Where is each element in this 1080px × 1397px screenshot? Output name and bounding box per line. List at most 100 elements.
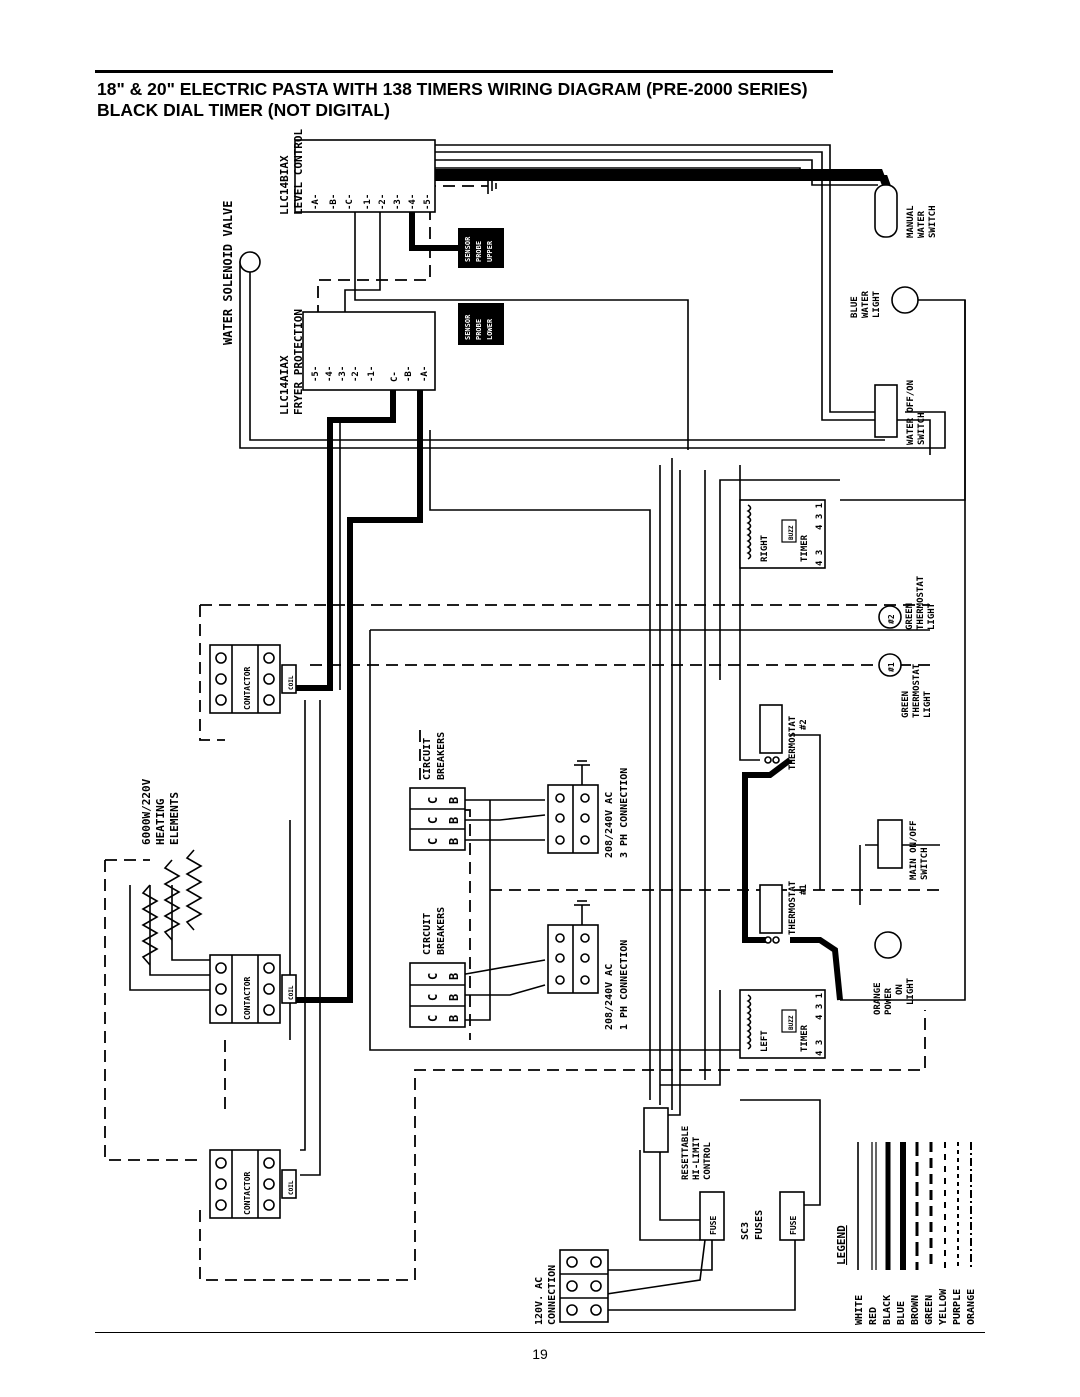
- level-control-model: LLC14BIAX: [278, 155, 291, 215]
- right-timer-pins-bottom: 4 3: [815, 550, 825, 566]
- fryer-terminal-2: -2-: [351, 366, 361, 382]
- heating-line-3: ELEMENTS: [168, 792, 181, 845]
- blue-light-line-1: BLUE: [850, 296, 860, 318]
- breaker-3ph-b1: B: [447, 797, 461, 804]
- heating-line-1: 6000W/220V: [140, 778, 153, 845]
- connection-120v: 120V. AC CONNECTION: [534, 1249, 609, 1325]
- level-terminal-4: -4-: [408, 194, 418, 210]
- light-2-line-1: GREEN: [905, 603, 915, 630]
- hi-limit-line-3: CONTROL: [703, 1141, 713, 1180]
- light-1-line-1: GREEN: [901, 691, 911, 718]
- manual-switch-line-2: WATER: [917, 210, 927, 238]
- page-number: 19: [532, 1346, 548, 1362]
- level-control: LLC14BIAX LEVEL CONTROL -A- -B- -C- -1- …: [278, 129, 436, 215]
- contactor-bottom: CONTACTOR COIL: [209, 1149, 297, 1219]
- legend-item-brown: BROWN: [910, 1295, 921, 1325]
- light-1-line-2: THERMOSTAT: [912, 663, 922, 718]
- right-timer-label: TIMER: [800, 534, 810, 562]
- fuses-line-2: FUSES: [754, 1210, 765, 1240]
- manual-switch-line-1: MANUAL: [906, 205, 916, 238]
- connection-1ph-line-1: 208/240V AC: [604, 964, 615, 1030]
- left-timer-pins-top: 4 3 1: [815, 993, 825, 1020]
- breaker-3ph-c3: C: [426, 838, 440, 845]
- fryer-terminal-3: -3-: [338, 366, 348, 382]
- connection-block-3ph: 208/240V AC 3 PH CONNECTION: [547, 760, 630, 858]
- water-onoff-switch: WATER OFF/ON SWITCH: [874, 380, 927, 445]
- sensor-upper-line-3: UPPER: [486, 240, 494, 262]
- circuit-breakers-3ph: CIRCUIT BREAKERS C C C B B B: [409, 732, 466, 851]
- fryer-protection-model: LLC14AIAX: [278, 355, 291, 415]
- thermostat-2-num: #2: [799, 719, 809, 730]
- fryer-terminal-b: -B-: [404, 366, 414, 382]
- orange-power-light: ORANGE POWER ON LIGHT: [873, 931, 916, 1015]
- thermostat-1: THERMOSTAT #1: [759, 880, 809, 944]
- fuse-right-label: FUSE: [789, 1216, 798, 1235]
- fuse-left-label: FUSE: [709, 1216, 718, 1235]
- left-timer-buzz: BUZZ: [788, 1015, 795, 1030]
- top-rule: [95, 70, 833, 73]
- light-1-line-3: LIGHT: [923, 690, 933, 718]
- legend-title: LEGEND: [835, 1225, 848, 1265]
- title-line-1: 18" & 20" ELECTRIC PASTA WITH 138 TIMERS…: [97, 79, 808, 99]
- water-switch-line-1: WATER OFF/ON: [906, 380, 916, 445]
- contactor-top-coil: COIL: [288, 675, 295, 690]
- legend-item-white: WHITE: [854, 1295, 865, 1325]
- breaker-1ph-c3: C: [426, 1015, 440, 1022]
- bottom-rule: [95, 1332, 985, 1333]
- manual-water-switch: MANUAL WATER SWITCH: [874, 184, 938, 238]
- hi-limit-control: RESETTABLE HI-LIMIT CONTROL: [643, 1107, 713, 1180]
- hi-limit-line-2: HI-LIMIT: [692, 1136, 702, 1180]
- connection-120v-line-2: CONNECTION: [547, 1265, 558, 1325]
- legend-item-red: RED: [868, 1307, 879, 1325]
- blue-light-line-3: LIGHT: [872, 290, 882, 318]
- breaker-3ph-c2: C: [426, 817, 440, 824]
- left-timer-pins-bottom: 4 3: [815, 1040, 825, 1056]
- light-2-tag: #2: [887, 614, 896, 624]
- breakers-3ph-line-2: BREAKERS: [436, 732, 447, 780]
- right-timer-name: RIGHT: [760, 534, 770, 562]
- fryer-terminal-1: -1-: [367, 366, 377, 382]
- fryer-protection: LLC14AIAX FRYER PROTECTION -5- -4- -3- -…: [278, 309, 436, 415]
- connection-3ph-line-1: 208/240V AC: [604, 792, 615, 858]
- breaker-1ph-c2: C: [426, 994, 440, 1001]
- circuit-breakers-1ph: CIRCUIT BREAKERS C C C B B B: [409, 907, 466, 1028]
- fryer-terminal-5: -5-: [311, 366, 321, 382]
- breaker-1ph-c1: C: [426, 973, 440, 980]
- left-timer: LEFT BUZZ TIMER 4 3 1 4 3: [739, 989, 826, 1059]
- orange-light-line-2: POWER: [884, 987, 894, 1015]
- heating-line-2: HEATING: [154, 798, 167, 845]
- level-terminal-5: -5-: [423, 194, 433, 210]
- contactor-bottom-coil: COIL: [288, 1180, 295, 1195]
- water-switch-line-2: SWITCH: [917, 412, 927, 445]
- green-thermostat-light-2: #2 GREEN THERMOSTAT LIGHT: [878, 575, 937, 630]
- sensor-probe-lower: SENSOR PROBE LOWER: [458, 303, 504, 345]
- fuses-line-1: SC3: [740, 1222, 751, 1240]
- green-thermostat-light-1: #1 GREEN THERMOSTAT LIGHT: [878, 653, 933, 718]
- main-onoff-switch: MAIN ON/OFF SWITCH: [877, 819, 930, 880]
- sensor-lower-line-3: LOWER: [486, 318, 494, 340]
- sensor-lower-line-1: SENSOR: [464, 314, 472, 340]
- main-switch-line-1: MAIN ON/OFF: [909, 820, 919, 880]
- contactor-top-label: CONTACTOR: [243, 666, 252, 710]
- connection-3ph-line-2: 3 PH CONNECTION: [619, 768, 630, 858]
- fryer-terminal-4: -4-: [325, 366, 335, 382]
- breakers-1ph-line-1: CIRCUIT: [422, 913, 433, 955]
- legend-item-black: BLACK: [882, 1295, 893, 1325]
- legend-item-green: GREEN: [924, 1295, 935, 1325]
- light-2-line-2: THERMOSTAT: [916, 575, 926, 630]
- thermostat-1-num: #1: [799, 884, 809, 895]
- orange-light-line-1: ORANGE: [873, 982, 883, 1015]
- legend-item-yellow: YELLOW: [938, 1288, 949, 1325]
- main-switch-line-2: SWITCH: [920, 847, 930, 880]
- orange-light-line-3: ON: [895, 984, 905, 995]
- right-timer-pins-top: 4 3 1: [815, 503, 825, 530]
- light-1-tag: #1: [887, 662, 896, 672]
- thermostat-2-label: THERMOSTAT: [788, 715, 798, 770]
- sensor-upper-line-2: PROBE: [475, 241, 483, 262]
- right-timer: RIGHT BUZZ TIMER 4 3 1 4 3: [739, 499, 826, 569]
- fuse-right: FUSE: [779, 1191, 805, 1241]
- breaker-1ph-b3: B: [447, 1015, 461, 1022]
- sensor-lower-line-2: PROBE: [475, 319, 483, 340]
- fuse-left: FUSE: [699, 1191, 725, 1241]
- breaker-1ph-b1: B: [447, 973, 461, 980]
